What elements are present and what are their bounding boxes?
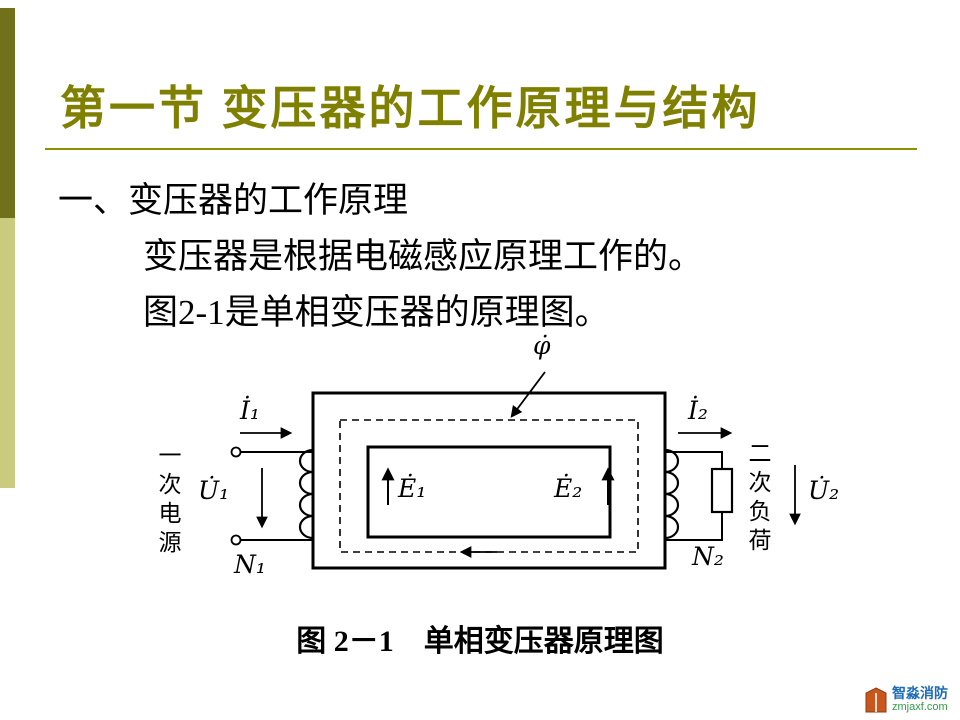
watermark-text: 智淼消防 zmjaxf.com <box>892 685 948 714</box>
emf-arrows <box>381 467 615 505</box>
watermark-logo-icon <box>865 687 887 713</box>
primary-source-label: 一次电源 <box>155 443 180 559</box>
secondary-winding <box>664 427 801 541</box>
turns1-label: N₁ <box>234 550 266 579</box>
figure-caption: 图 2－1 单相变压器原理图 <box>296 625 664 658</box>
watermark-name: 智淼消防 <box>892 685 948 702</box>
current2-label: İ₂ <box>688 396 708 425</box>
load-resistor <box>710 467 734 514</box>
primary-winding <box>230 427 314 546</box>
body-line-heading: 一、变压器的工作原理 <box>58 181 409 220</box>
voltage2-label: U̇₂ <box>808 476 840 505</box>
slide-title: 第一节 变压器的工作原理与结构 <box>60 83 761 134</box>
transformer-schematic <box>230 371 801 570</box>
iron-core <box>311 391 667 570</box>
emf2-label: Ė₂ <box>554 474 583 503</box>
left-accent-bar-top <box>0 8 15 218</box>
title-underline <box>45 148 917 150</box>
turns2-label: N₂ <box>692 542 724 571</box>
voltage1-label: U̇₁ <box>198 476 230 505</box>
flux-label: φ̇ <box>533 331 551 360</box>
body-line-sentence1: 变压器是根据电磁感应原理工作的。 <box>143 237 704 276</box>
watermark: 智淼消防 zmjaxf.com <box>865 685 948 714</box>
flux-path <box>339 371 639 558</box>
left-accent-bar-bottom <box>0 218 15 488</box>
secondary-load-label: 二次负荷 <box>745 441 770 557</box>
watermark-url: zmjaxf.com <box>892 701 948 714</box>
body-line-sentence2: 图2-1是单相变压器的原理图。 <box>143 293 610 332</box>
emf1-label: Ė₁ <box>398 474 427 503</box>
current1-label: İ₁ <box>240 396 260 425</box>
